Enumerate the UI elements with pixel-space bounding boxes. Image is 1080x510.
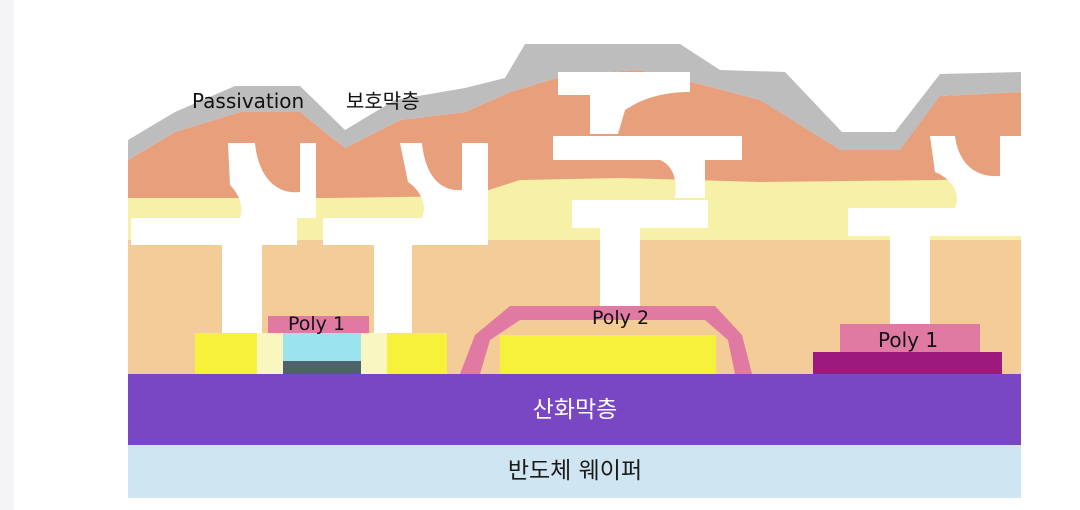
upper-dielectric-layer (128, 70, 1021, 198)
active-channel-dark (283, 361, 361, 374)
metal-interconnects (131, 72, 1021, 333)
poly1-right-gate (840, 324, 980, 352)
poly2-shape (460, 306, 752, 374)
oxide-layer (128, 373, 1021, 445)
passivation-label: Passivation (192, 89, 304, 113)
poly1-left-gate (268, 316, 369, 333)
poly2-label: Poly 2 (592, 307, 649, 329)
metal-left-2 (323, 218, 488, 333)
active-channel (283, 333, 361, 361)
poly1-left-label: Poly 1 (288, 313, 345, 335)
metal-left-2-via (400, 143, 488, 218)
metal-center-top (558, 72, 690, 134)
metal-left-1 (131, 218, 297, 333)
passivation-layer (128, 44, 1021, 160)
page-left-strip (0, 0, 14, 510)
metal-right (848, 208, 1021, 324)
oxide-label: 산화막층 (533, 397, 618, 423)
active-yellow-left-b (387, 333, 447, 374)
active-yellow-center (500, 335, 716, 374)
poly1-right-label: Poly 1 (878, 328, 938, 352)
metal-right-via (930, 136, 1021, 208)
passivation-label-ko: 보호막층 (346, 89, 420, 113)
wafer-layer (128, 444, 1021, 498)
metal-center-lower (572, 200, 708, 306)
active-pale-left-a (257, 333, 283, 374)
active-pale-left-b (361, 333, 387, 374)
wafer-label: 반도체 웨이퍼 (508, 458, 642, 484)
active-yellow-left-a (195, 333, 257, 374)
poly1-right-base (813, 352, 1002, 374)
metal-center-mid (553, 136, 742, 198)
metal-left-1-via (228, 143, 316, 218)
